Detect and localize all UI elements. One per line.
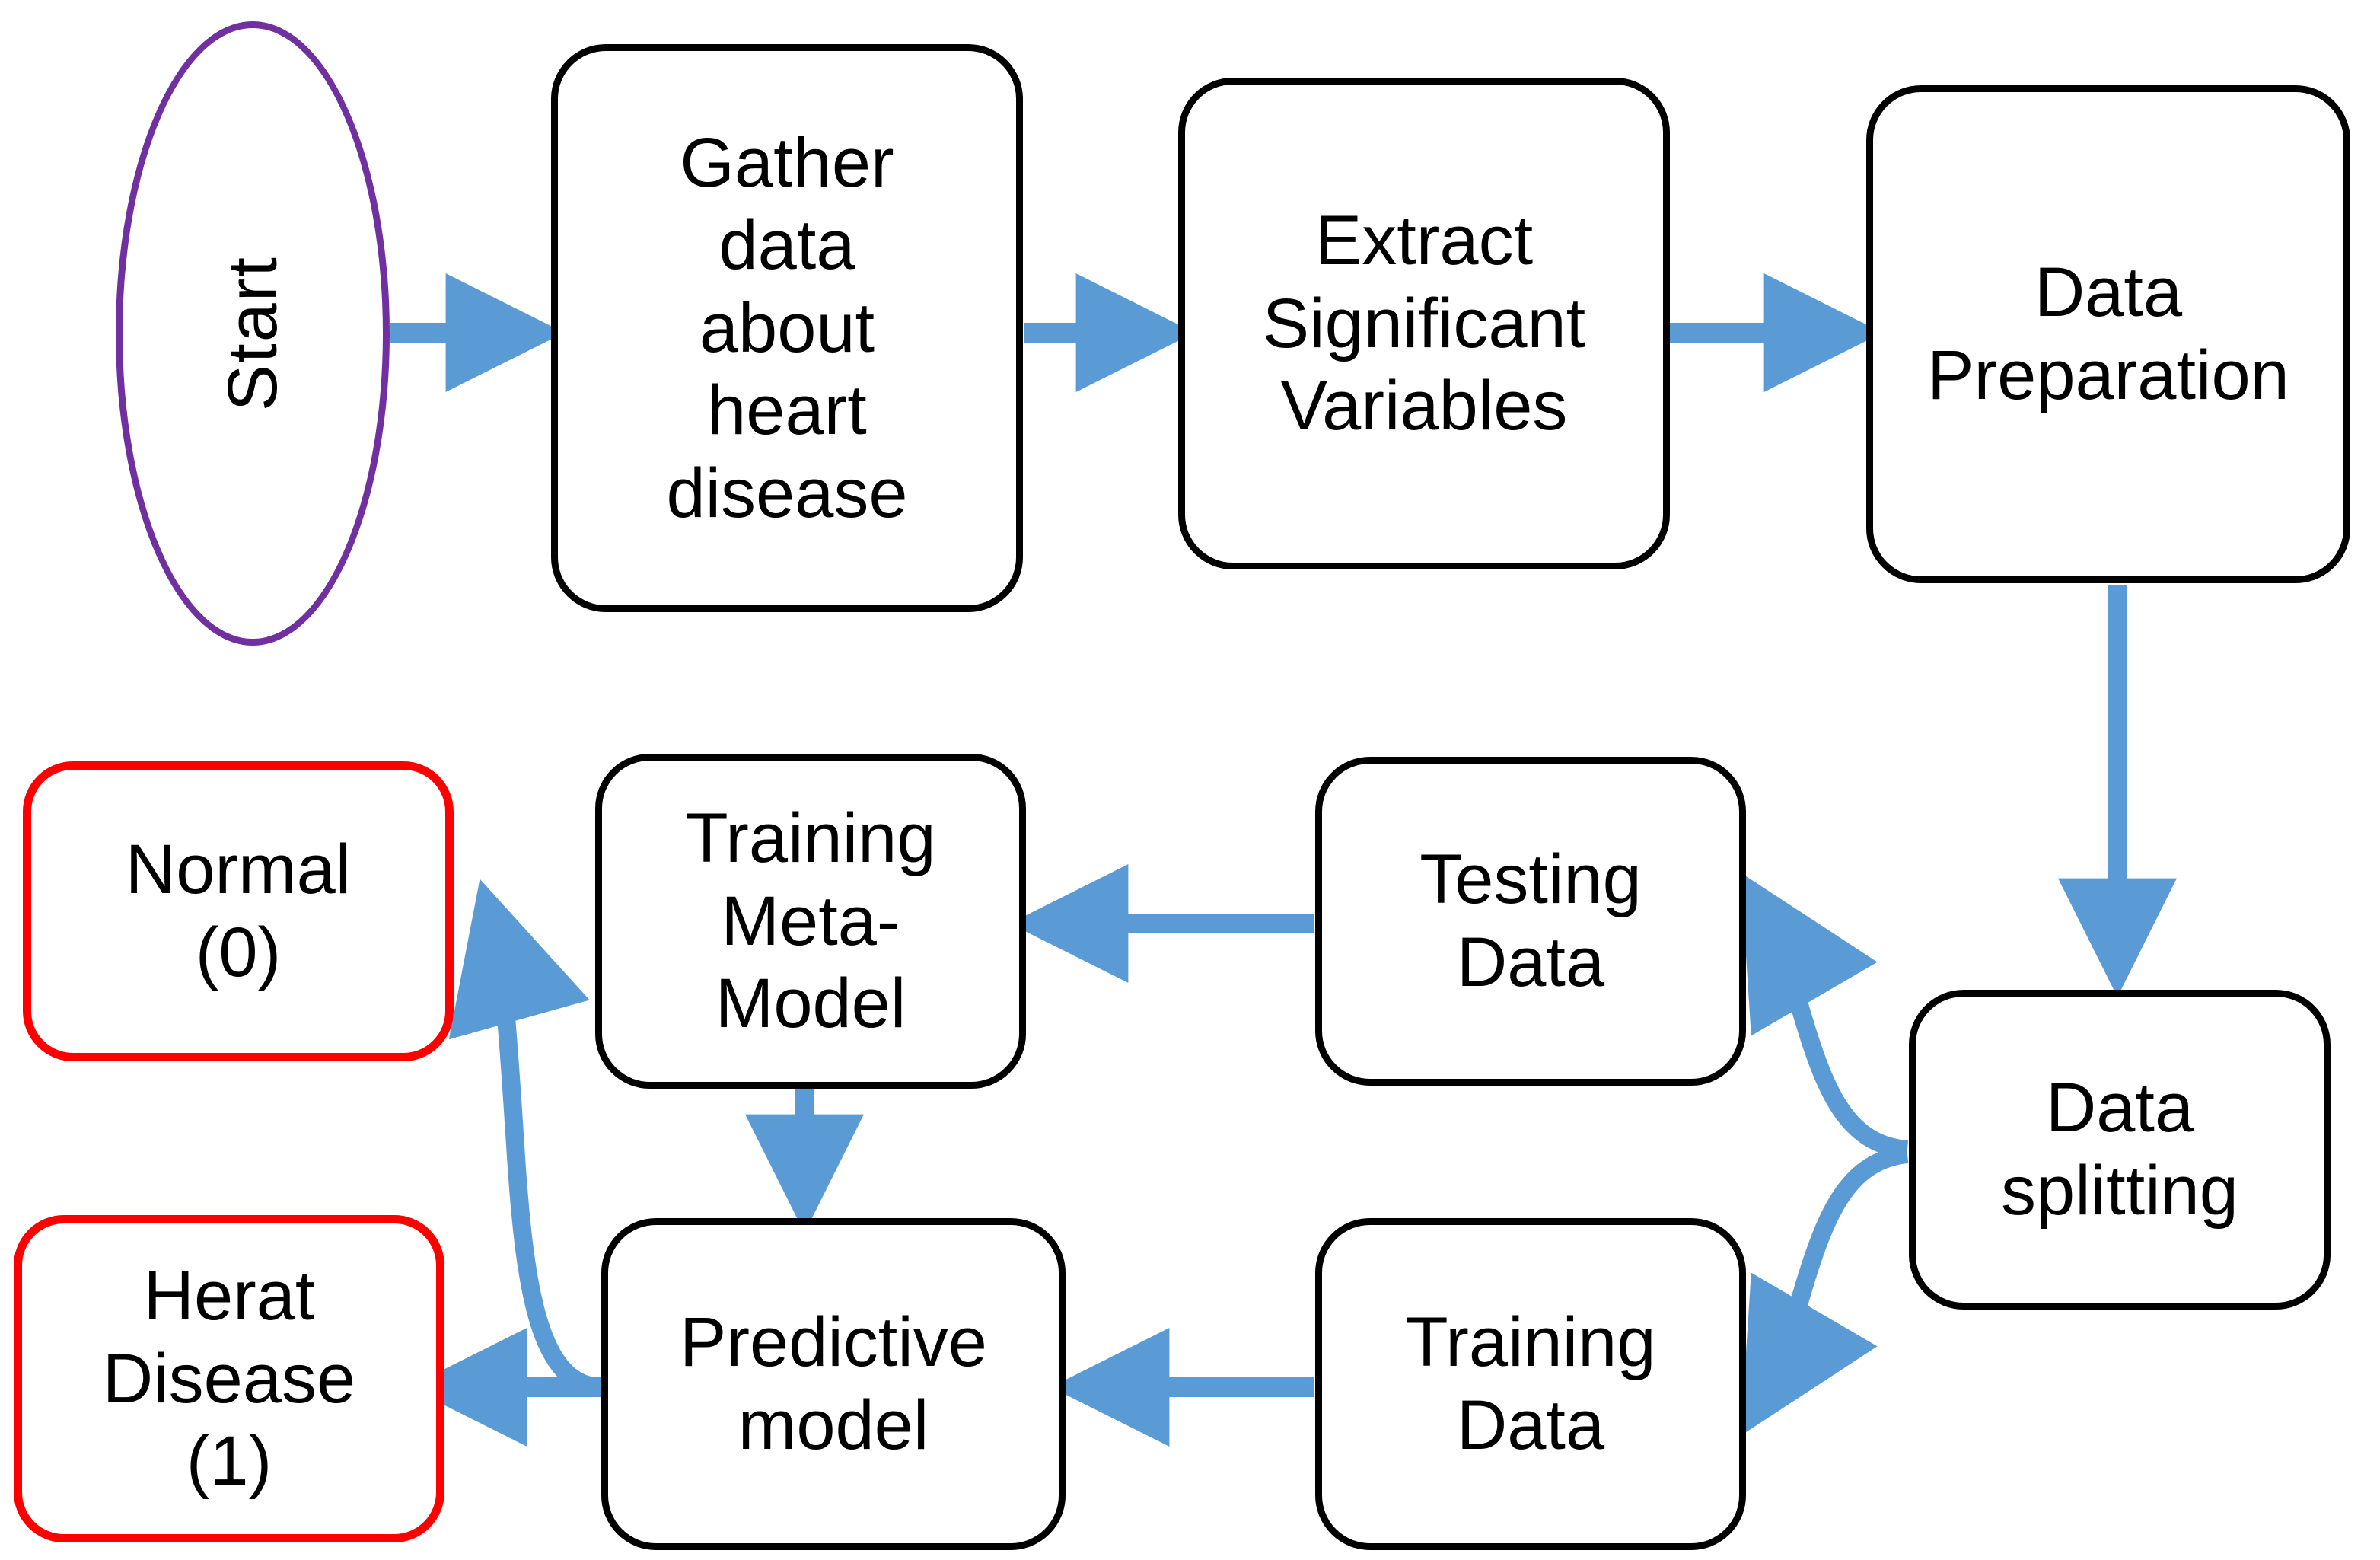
node-predictive-model[interactable]: Predictive model (601, 1218, 1066, 1550)
node-data-splitting[interactable]: Data splitting (1909, 990, 2331, 1310)
node-data-preparation[interactable]: Data Preparation (1866, 85, 2350, 583)
edge-splitting-to-testing (1740, 873, 1909, 1159)
node-testing-data[interactable]: Testing Data (1315, 757, 1746, 1086)
node-gather-data[interactable]: Gather data about heart disease (551, 44, 1023, 612)
node-training-meta-model[interactable]: Training Meta- Model (595, 754, 1026, 1089)
edge-predictive-to-normal (448, 879, 602, 1396)
node-normal-outcome[interactable]: Normal (0) (23, 761, 454, 1061)
node-heart-disease-outcome[interactable]: Herat Disease (1) (14, 1215, 444, 1542)
node-start-label: Start (213, 255, 292, 412)
node-start[interactable]: Start (116, 21, 390, 646)
node-training-data[interactable]: Training Data (1315, 1218, 1746, 1550)
edge-splitting-to-training (1740, 1145, 1909, 1436)
node-extract-variables[interactable]: Extract Significant Variables (1178, 78, 1670, 569)
